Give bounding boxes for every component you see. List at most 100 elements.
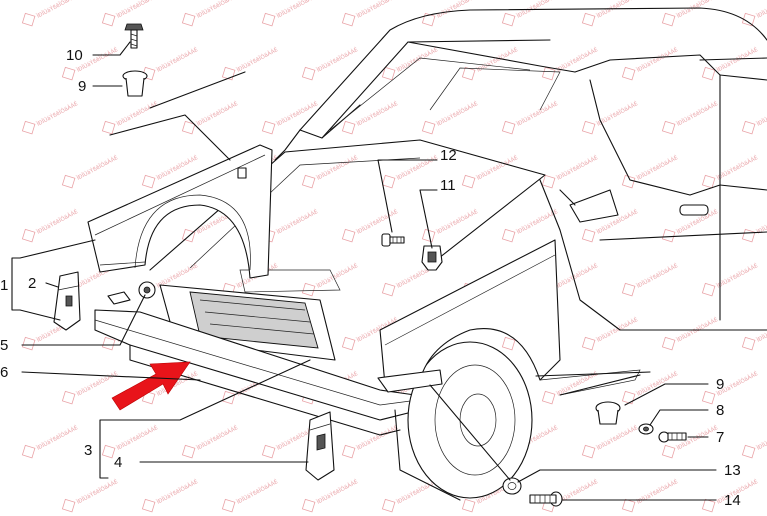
door-frame — [574, 54, 721, 196]
callout-10: 10 — [66, 47, 83, 64]
watermark-tile: ÏÐÏÚáÝßêÏÓäÁÀÉ — [141, 477, 200, 513]
svg-text:ÏÐÏÚáÝßêÏÓäÁÀÉ: ÏÐÏÚáÝßêÏÓäÁÀÉ — [355, 207, 399, 236]
bracket-2 — [53, 271, 81, 331]
svg-text:ÏÐÏÚáÝßêÏÓäÁÀÉ: ÏÐÏÚáÝßêÏÓäÁÀÉ — [275, 99, 319, 128]
tyre-shadow — [394, 409, 461, 501]
svg-text:ÏÐÏÚáÝßêÏÓäÁÀÉ: ÏÐÏÚáÝßêÏÓäÁÀÉ — [395, 153, 439, 182]
radiator-grille — [189, 291, 319, 349]
watermark-tile: ÏÐÏÚáÝßêÏÓäÁÀÉ — [621, 261, 680, 297]
grommet-5 — [138, 281, 156, 299]
front-window — [589, 79, 691, 196]
side-mirror — [569, 189, 619, 223]
leader-3 — [107, 359, 311, 421]
leader-8 — [649, 409, 709, 426]
fender-mount — [237, 167, 247, 179]
svg-text:ÏÐÏÚáÝßêÏÓäÁÀÉ: ÏÐÏÚáÝßêÏÓäÁÀÉ — [355, 0, 399, 20]
watermark-tile: ÏÐÏÚáÝßêÏÓäÁÀÉ — [701, 153, 760, 189]
callout-14: 14 — [724, 492, 741, 509]
watermark-tile: ÏÐÏÚáÝßêÏÓäÁÀÉ — [141, 45, 200, 81]
svg-text:ÏÐÏÚáÝßêÏÓäÁÀÉ: ÏÐÏÚáÝßêÏÓäÁÀÉ — [675, 0, 719, 20]
watermark-tile: ÏÐÏÚáÝßêÏÓäÁÀÉ — [101, 423, 160, 459]
watermark-tile: ÏÐÏÚáÝßêÏÓäÁÀÉ — [61, 369, 120, 405]
svg-text:ÏÐÏÚáÝßêÏÓäÁÀÉ: ÏÐÏÚáÝßêÏÓäÁÀÉ — [635, 261, 679, 290]
svg-text:ÏÐÏÚáÝßêÏÓäÁÀÉ: ÏÐÏÚáÝßêÏÓäÁÀÉ — [315, 45, 359, 74]
leader-fender-lower — [429, 384, 511, 481]
clip-9-top — [122, 70, 148, 97]
callout-5: 5 — [0, 337, 8, 354]
left-fender — [87, 144, 273, 279]
bracket-3 — [99, 419, 109, 479]
svg-text:ÏÐÏÚáÝßêÏÓäÁÀÉ: ÏÐÏÚáÝßêÏÓäÁÀÉ — [275, 0, 319, 20]
callout-6: 6 — [0, 364, 8, 381]
watermark-tile: ÏÐÏÚáÝßêÏÓäÁÀÉ — [701, 45, 760, 81]
clip-9-right — [595, 401, 621, 425]
svg-text:ÏÐÏÚáÝßêÏÓäÁÀÉ: ÏÐÏÚáÝßêÏÓäÁÀÉ — [155, 477, 199, 506]
svg-text:ÏÐÏÚáÝßêÏÓäÁÀÉ: ÏÐÏÚáÝßêÏÓäÁÀÉ — [755, 207, 767, 236]
left-fender-crease — [94, 154, 266, 236]
watermark-tile: ÏÐÏÚáÝßêÏÓäÁÀÉ — [621, 45, 680, 81]
watermark-tile: ÏÐÏÚáÝßêÏÓäÁÀÉ — [381, 153, 440, 189]
svg-text:ÏÐÏÚáÝßêÏÓäÁÀÉ: ÏÐÏÚáÝßêÏÓäÁÀÉ — [315, 477, 359, 506]
screw-7 — [658, 431, 687, 443]
watermark-tile: ÏÐÏÚáÝßêÏÓäÁÀÉ — [261, 99, 320, 135]
watermark-tile: ÏÐÏÚáÝßêÏÓäÁÀÉ — [661, 315, 720, 351]
leader-fender-b — [149, 71, 246, 109]
callout-11: 11 — [440, 177, 456, 194]
small-parts — [53, 23, 687, 507]
watermark-tile: ÏÐÏÚáÝßêÏÓäÁÀÉ — [301, 477, 360, 513]
svg-text:ÏÐÏÚáÝßêÏÓäÁÀÉ: ÏÐÏÚáÝßêÏÓäÁÀÉ — [755, 99, 767, 128]
svg-text:ÏÐÏÚáÝßêÏÓäÁÀÉ: ÏÐÏÚáÝßêÏÓäÁÀÉ — [515, 99, 559, 128]
watermark-tile: ÏÐÏÚáÝßêÏÓäÁÀÉ — [301, 153, 360, 189]
left-fender-panel — [87, 144, 273, 279]
svg-text:ÏÐÏÚáÝßêÏÓäÁÀÉ: ÏÐÏÚáÝßêÏÓäÁÀÉ — [755, 315, 767, 344]
watermark-tile: ÏÐÏÚáÝßêÏÓäÁÀÉ — [181, 99, 240, 135]
watermark-tile: ÏÐÏÚáÝßêÏÓäÁÀÉ — [301, 261, 360, 297]
a-pillar — [274, 129, 301, 161]
watermark-tile: ÏÐÏÚáÝßêÏÓäÁÀÉ — [421, 207, 480, 243]
leader-13 — [517, 469, 717, 483]
leader-lines — [11, 41, 717, 501]
watermark-tile: ÏÐÏÚáÝßêÏÓäÁÀÉ — [21, 99, 80, 135]
callout-2: 2 — [28, 275, 36, 292]
leader-fender-a — [109, 114, 231, 161]
rear-window-top — [719, 74, 767, 81]
watermark-tile: ÏÐÏÚáÝßêÏÓäÁÀÉ — [581, 0, 640, 27]
svg-text:ÏÐÏÚáÝßêÏÓäÁÀÉ: ÏÐÏÚáÝßêÏÓäÁÀÉ — [635, 45, 679, 74]
watermark-tile: ÏÐÏÚáÝßêÏÓäÁÀÉ — [621, 477, 680, 513]
watermark-tile: ÏÐÏÚáÝßêÏÓäÁÀÉ — [61, 153, 120, 189]
callout-9-right: 9 — [716, 376, 724, 393]
leader-11 — [419, 189, 438, 249]
wiper-line-1 — [329, 57, 531, 131]
svg-text:ÏÐÏÚáÝßêÏÓäÁÀÉ: ÏÐÏÚáÝßêÏÓäÁÀÉ — [195, 423, 239, 452]
watermark-tile: ÏÐÏÚáÝßêÏÓäÁÀÉ — [261, 0, 320, 27]
direction-arrow — [111, 361, 191, 411]
svg-text:ÏÐÏÚáÝßêÏÓäÁÀÉ: ÏÐÏÚáÝßêÏÓäÁÀÉ — [35, 207, 79, 236]
windshield-outer — [299, 39, 551, 139]
door-bottom — [559, 229, 767, 331]
watermark-tile: ÏÐÏÚáÝßêÏÓäÁÀÉ — [581, 99, 640, 135]
watermark-tile: ÏÐÏÚáÝßêÏÓäÁÀÉ — [341, 0, 400, 27]
svg-text:ÏÐÏÚáÝßêÏÓäÁÀÉ: ÏÐÏÚáÝßêÏÓäÁÀÉ — [675, 315, 719, 344]
bumper-line — [94, 319, 419, 406]
svg-text:ÏÐÏÚáÝßêÏÓäÁÀÉ: ÏÐÏÚáÝßêÏÓäÁÀÉ — [595, 423, 639, 452]
a-post — [539, 179, 561, 231]
leader-12 — [377, 159, 438, 233]
watermark-tile: ÏÐÏÚáÝßêÏÓäÁÀÉ — [21, 207, 80, 243]
svg-text:ÏÐÏÚáÝßêÏÓäÁÀÉ: ÏÐÏÚáÝßêÏÓäÁÀÉ — [75, 477, 119, 506]
nut-8 — [638, 423, 654, 435]
door-crease — [599, 231, 767, 241]
fender-bracket-lower — [377, 369, 443, 393]
watermark-tile: ÏÐÏÚáÝßêÏÓäÁÀÉ — [581, 423, 640, 459]
watermark-tile: ÏÐÏÚáÝßêÏÓäÁÀÉ — [461, 153, 520, 189]
grille-slats — [199, 299, 315, 335]
leader-1b — [19, 309, 61, 321]
wiper-line-2 — [429, 67, 561, 111]
svg-text:ÏÐÏÚáÝßêÏÓäÁÀÉ: ÏÐÏÚáÝßêÏÓäÁÀÉ — [315, 153, 359, 182]
leader-10 — [92, 41, 131, 56]
watermark-tile: ÏÐÏÚáÝßêÏÓäÁÀÉ — [61, 477, 120, 513]
svg-text:ÏÐÏÚáÝßêÏÓäÁÀÉ: ÏÐÏÚáÝßêÏÓäÁÀÉ — [355, 423, 399, 452]
svg-text:ÏÐÏÚáÝßêÏÓäÁÀÉ: ÏÐÏÚáÝßêÏÓäÁÀÉ — [635, 153, 679, 182]
leader-1a — [19, 239, 96, 259]
watermark-tile: ÏÐÏÚáÝßêÏÓäÁÀÉ — [581, 315, 640, 351]
roof-line — [299, 7, 767, 131]
